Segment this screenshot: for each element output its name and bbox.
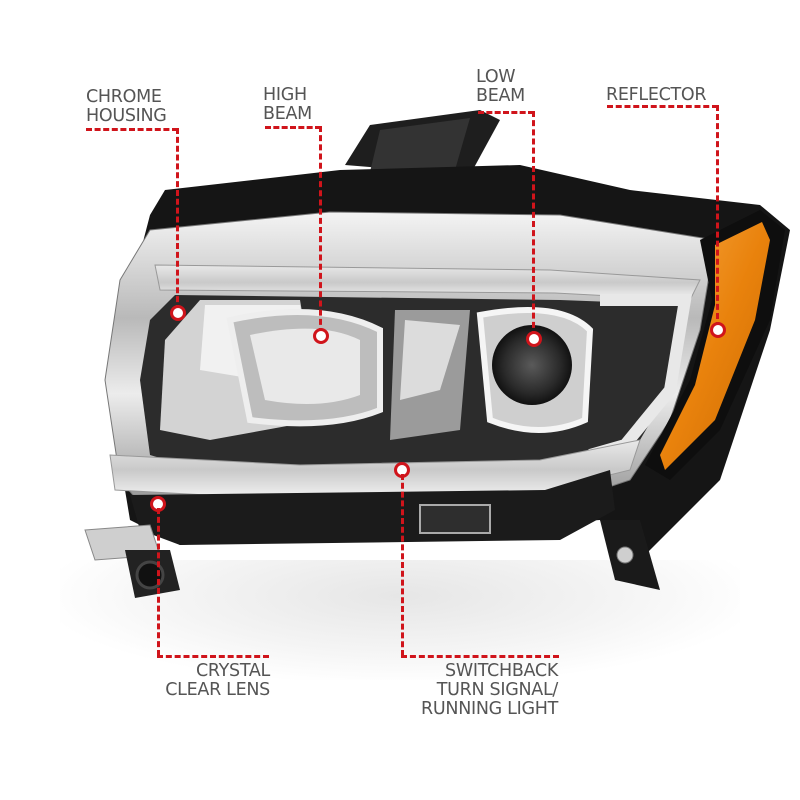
leader-line-chrome-housing-vertical: [176, 128, 179, 311]
leader-line-chrome-housing: [86, 128, 178, 131]
callout-dot-low-beam: [526, 331, 542, 347]
leader-line-crystal-lens: [157, 655, 269, 658]
label-low-beam: LOW BEAM: [476, 67, 525, 106]
leader-line-high-beam-vertical: [319, 126, 322, 334]
leader-line-crystal-lens-vertical: [157, 508, 160, 656]
callout-dot-high-beam: [313, 328, 329, 344]
leader-line-low-beam: [478, 111, 534, 114]
leader-line-switchback: [401, 655, 559, 658]
leader-line-reflector-vertical: [716, 105, 719, 328]
callout-dot-chrome-housing: [170, 305, 186, 321]
label-crystal-clear-lens: CRYSTAL CLEAR LENS: [165, 661, 270, 700]
label-chrome-housing: CHROME HOUSING: [86, 87, 167, 126]
leader-line-high-beam: [265, 126, 321, 129]
callout-dot-reflector: [710, 322, 726, 338]
label-high-beam: HIGH BEAM: [263, 85, 312, 124]
leader-line-reflector: [607, 105, 718, 108]
label-reflector: REFLECTOR: [606, 85, 707, 105]
label-switchback-turn-signal: SWITCHBACK TURN SIGNAL/ RUNNING LIGHT: [421, 661, 558, 719]
leader-line-switchback-vertical: [401, 474, 404, 656]
leader-line-low-beam-vertical: [532, 111, 535, 337]
